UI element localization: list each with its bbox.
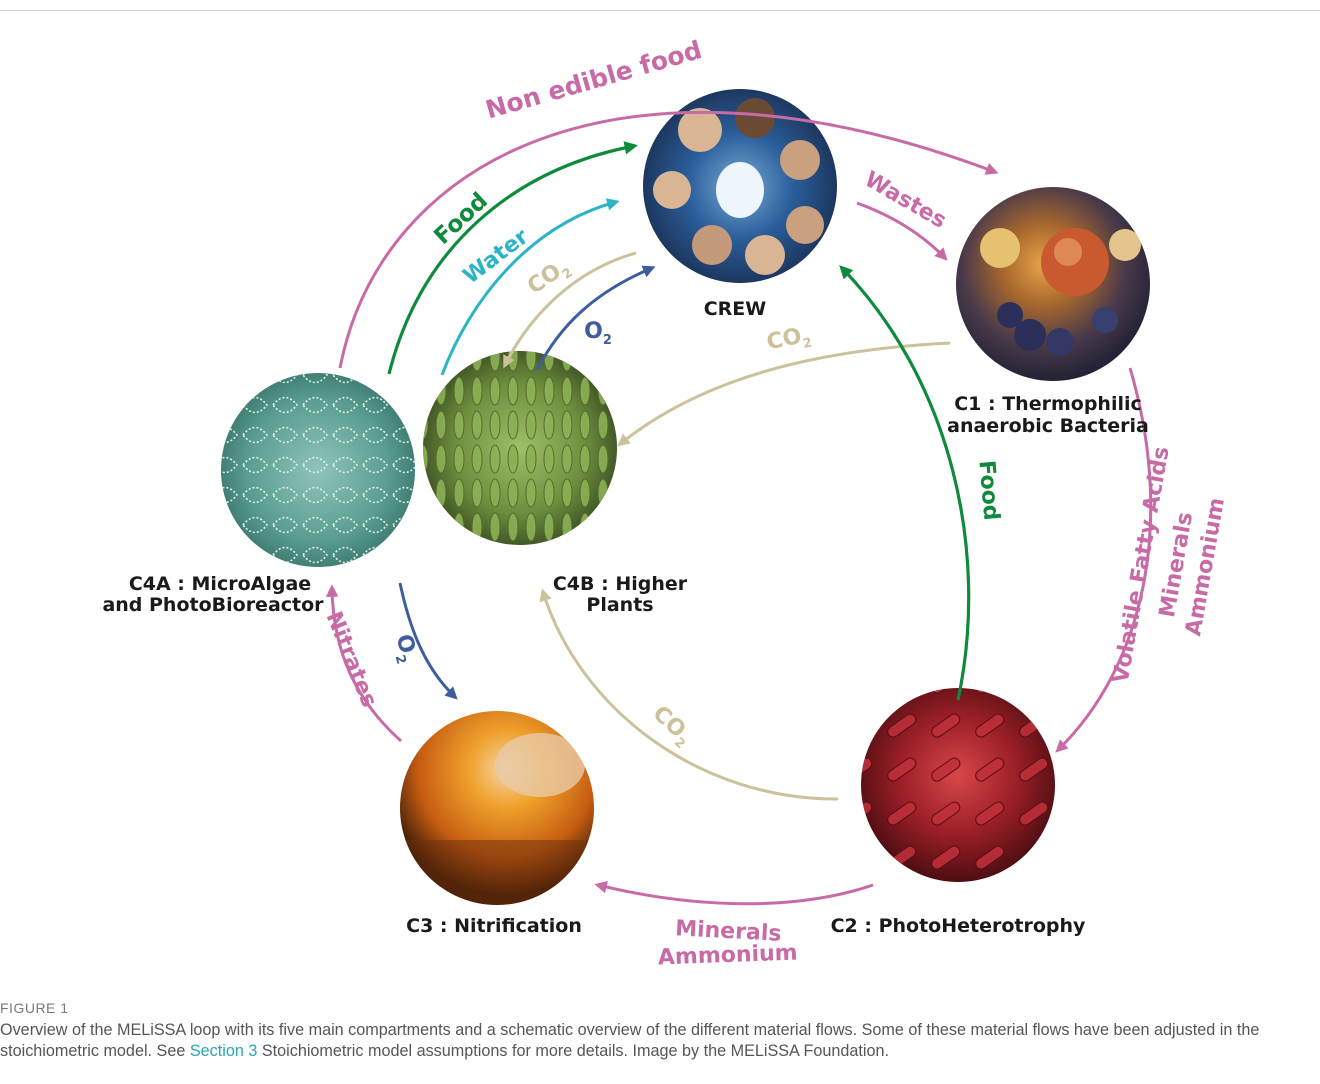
svg-text:O2: O2 bbox=[584, 319, 612, 348]
svg-text:CO2: CO2 bbox=[523, 254, 576, 303]
non-edible-food-label: Non edible food bbox=[482, 35, 705, 124]
food-c2-to-crew-arrow bbox=[842, 268, 969, 700]
figure-caption: FIGURE 1 Overview of the MELiSSA loop wi… bbox=[0, 1000, 1320, 1062]
c4b-image bbox=[423, 351, 617, 545]
svg-text:CO2: CO2 bbox=[765, 322, 814, 359]
c4b-label-line2: Plants bbox=[586, 594, 653, 616]
o2-c3-label: O2 bbox=[387, 632, 422, 666]
c1-label-line2: anaerobic Bacteria bbox=[947, 415, 1149, 437]
co2-crew-to-c4b-arrow bbox=[505, 253, 636, 365]
c2-label: C2 : PhotoHeterotrophy bbox=[831, 915, 1086, 937]
svg-text:CO2: CO2 bbox=[645, 701, 697, 752]
c1-image bbox=[956, 187, 1150, 381]
caption-text-after: Stoichiometric model assumptions for mor… bbox=[257, 1042, 889, 1060]
caption-text: Overview of the MELiSSA loop with its fi… bbox=[0, 1020, 1320, 1062]
c3-image bbox=[400, 711, 600, 910]
section-link[interactable]: Section 3 bbox=[190, 1042, 258, 1060]
c4a-image bbox=[221, 373, 415, 567]
nitrates-label: Nitrates bbox=[321, 608, 382, 711]
melissa-loop-diagram: Non edible food Food Water CO2 O2 Wastes… bbox=[0, 0, 1320, 990]
food-right-label: Food bbox=[973, 459, 1003, 521]
wastes-label: Wastes bbox=[860, 167, 950, 234]
c4b-label-line1: C4B : Higher bbox=[553, 573, 688, 595]
vfa-label: Volatile Fatty Acids Minerals Ammonium bbox=[1108, 445, 1230, 685]
co2-c1-label: CO2 bbox=[765, 322, 814, 359]
co2-c2-label: CO2 bbox=[645, 701, 697, 752]
c3-label: C3 : Nitrification bbox=[406, 915, 582, 937]
crew-label: CREW bbox=[704, 298, 767, 320]
svg-text:O2: O2 bbox=[387, 632, 422, 666]
co2-c2-to-c4b-arrow bbox=[543, 592, 838, 799]
co2-c1-to-c4b-arrow bbox=[620, 343, 950, 444]
c1-label-line1: C1 : Thermophilic bbox=[954, 393, 1142, 415]
c2-image bbox=[861, 688, 1055, 882]
ammonium-label: Ammonium bbox=[657, 941, 798, 971]
c4a-label-line2: and PhotoBioreactor bbox=[102, 594, 324, 616]
o2-crew-label: O2 bbox=[584, 319, 612, 348]
co2-crew-label: CO2 bbox=[523, 254, 576, 303]
c4a-label-line1: C4A : MicroAlgae bbox=[129, 573, 311, 595]
crew-image bbox=[643, 89, 837, 283]
figure-label: FIGURE 1 bbox=[0, 1000, 1320, 1016]
minerals-ammonium-arrow bbox=[598, 885, 873, 904]
